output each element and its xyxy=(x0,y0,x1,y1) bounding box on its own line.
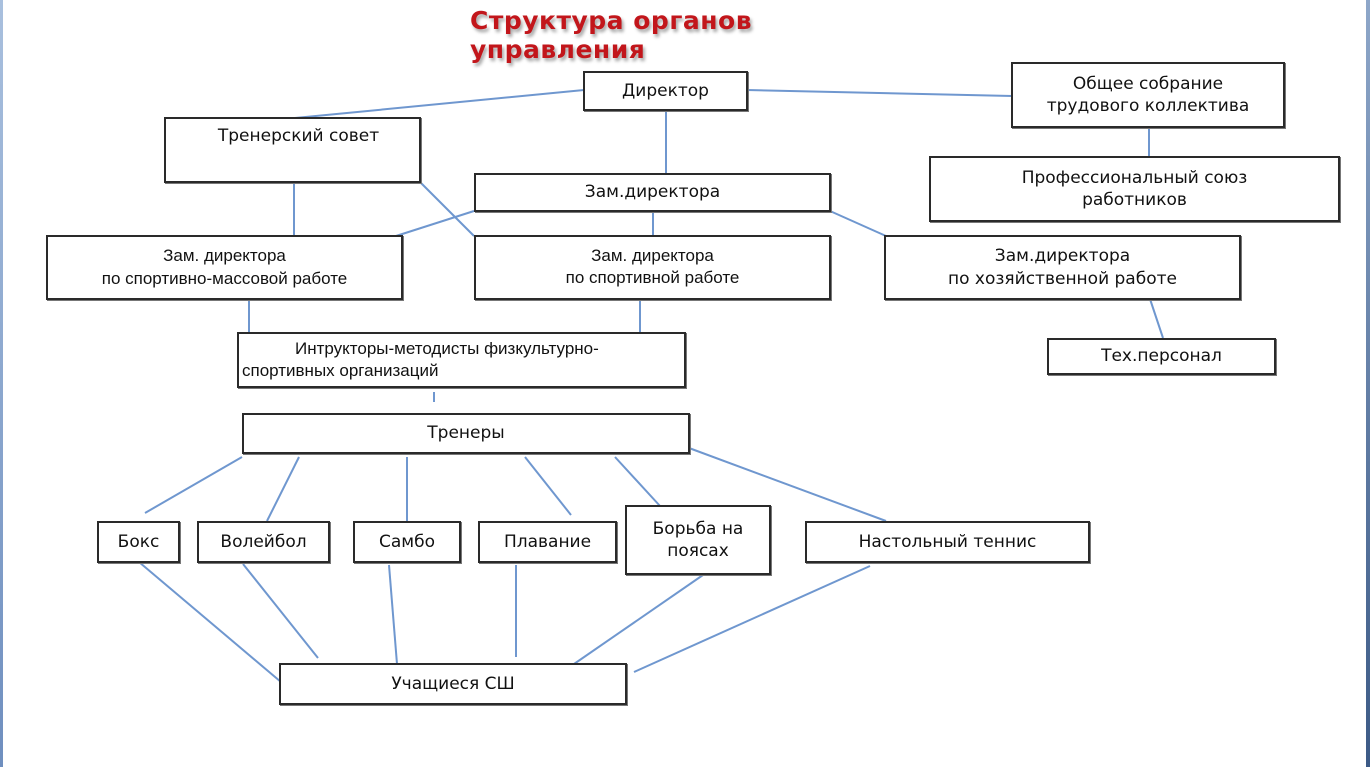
node-trade-union: Профессиональный союз работников xyxy=(929,156,1340,222)
right-frame-border xyxy=(1366,0,1370,767)
link-volleyball-students xyxy=(242,563,319,659)
node-students: Учащиеся СШ xyxy=(279,663,627,705)
link-director-general-assembly xyxy=(746,89,1013,97)
link-boxing-students xyxy=(138,561,282,683)
node-coaches: Тренеры xyxy=(242,413,690,454)
node-coaching-council: Тренерский совет xyxy=(164,117,421,183)
node-trade-union-label: Профессиональный союз работников xyxy=(1021,167,1248,210)
node-coaching-council-label: Тренерский совет xyxy=(217,126,380,146)
node-deputy-mass-sports: Зам. директора по спортивно-массовой раб… xyxy=(46,235,403,300)
link-coaches-boxing xyxy=(144,456,243,514)
link-coaches-swimming xyxy=(524,456,572,516)
node-students-label: Учащиеся СШ xyxy=(391,673,515,694)
link-director-coaching-council xyxy=(294,89,585,119)
link-deputy-household xyxy=(829,210,887,237)
node-deputy-household: Зам.директора по хозяйственной работе xyxy=(884,235,1241,300)
link-coaches-tennis xyxy=(688,447,887,522)
node-deputy-director-label: Зам.директора xyxy=(584,182,721,203)
link-council-sports xyxy=(419,181,475,237)
node-deputy-household-label: Зам.директора по хозяйственной работе xyxy=(948,246,1177,289)
node-table-tennis-label: Настольный теннис xyxy=(858,531,1037,552)
node-belt-wrestling-label: Борьба на поясах xyxy=(652,518,744,561)
node-volleyball-label: Волейбол xyxy=(220,531,307,552)
node-deputy-mass-sports-label: Зам. директора по спортивно-массовой раб… xyxy=(101,246,348,288)
link-deputy-mass-sports xyxy=(395,210,475,237)
node-swimming-label: Плавание xyxy=(503,531,592,552)
link-coaches-volleyball xyxy=(266,456,300,522)
link-sambo-students xyxy=(388,564,398,665)
node-volleyball: Волейбол xyxy=(197,521,330,563)
node-instructors-label: Интрукторы-методисты физкультурно-спорти… xyxy=(242,338,599,382)
node-sambo-label: Самбо xyxy=(379,531,435,552)
node-sambo: Самбо xyxy=(353,521,461,563)
node-director-label: Директор xyxy=(622,80,709,101)
node-deputy-director: Зам.директора xyxy=(474,173,831,212)
node-director: Директор xyxy=(583,71,748,111)
node-instructors-line2: спортивных организаций xyxy=(242,361,439,380)
node-swimming: Плавание xyxy=(478,521,617,563)
link-coaches-wrestling xyxy=(614,456,661,507)
node-deputy-sports: Зам. директора по спортивной работе xyxy=(474,235,831,300)
node-general-assembly-label: Общее собрание трудового коллектива xyxy=(1046,73,1250,116)
node-coaches-label: Тренеры xyxy=(427,423,505,444)
node-general-assembly: Общее собрание трудового коллектива xyxy=(1011,62,1285,128)
link-wrestling-students xyxy=(573,574,704,665)
node-tech-staff: Тех.персонал xyxy=(1047,338,1276,375)
node-table-tennis: Настольный теннис xyxy=(805,521,1090,563)
node-instructors: Интрукторы-методисты физкультурно-спорти… xyxy=(237,332,686,388)
left-frame-border xyxy=(0,0,3,767)
node-instructors-line1: Интрукторы-методисты физкультурно- xyxy=(295,338,599,358)
node-belt-wrestling: Борьба на поясах xyxy=(625,505,771,575)
node-tech-staff-label: Тех.персонал xyxy=(1101,346,1222,367)
diagram-title: Структура органов управления xyxy=(470,6,753,64)
link-household-tech xyxy=(1149,298,1164,339)
node-boxing: Бокс xyxy=(97,521,180,563)
link-tennis-students xyxy=(633,565,871,673)
node-boxing-label: Бокс xyxy=(117,531,160,552)
node-deputy-sports-label: Зам. директора по спортивной работе xyxy=(565,246,740,288)
